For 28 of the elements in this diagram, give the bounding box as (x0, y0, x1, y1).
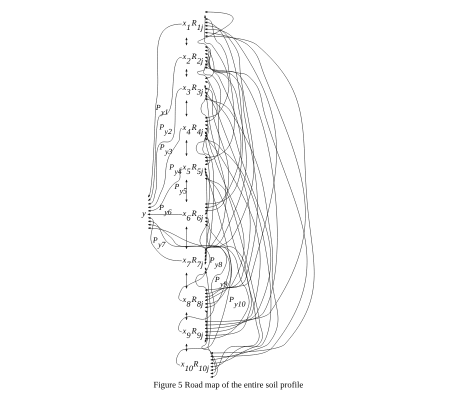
arrow (185, 180, 187, 202)
arrow (195, 124, 210, 215)
arrow (147, 227, 231, 366)
arrow (147, 24, 182, 198)
arrow (196, 46, 217, 122)
arrow (197, 11, 233, 80)
node-text: y (142, 208, 146, 218)
caption: Figure 5 Road map of the entire soil profile (153, 379, 303, 390)
arrow (185, 312, 187, 320)
arrow (202, 50, 220, 162)
arrow (147, 220, 210, 301)
arrow (185, 69, 187, 77)
arrow (147, 213, 182, 216)
arrow (185, 140, 187, 156)
arrow (147, 168, 182, 212)
arrow (147, 56, 182, 201)
arrow (199, 217, 230, 308)
arrow (147, 128, 182, 208)
arrow (204, 15, 229, 119)
arrow (147, 88, 182, 205)
arrow (185, 38, 187, 46)
arrow (185, 100, 187, 116)
arrow (147, 224, 226, 332)
arrow (201, 310, 217, 378)
arrow (147, 217, 182, 262)
arrow (185, 272, 187, 289)
arrow (200, 81, 210, 166)
arrow (204, 18, 234, 158)
